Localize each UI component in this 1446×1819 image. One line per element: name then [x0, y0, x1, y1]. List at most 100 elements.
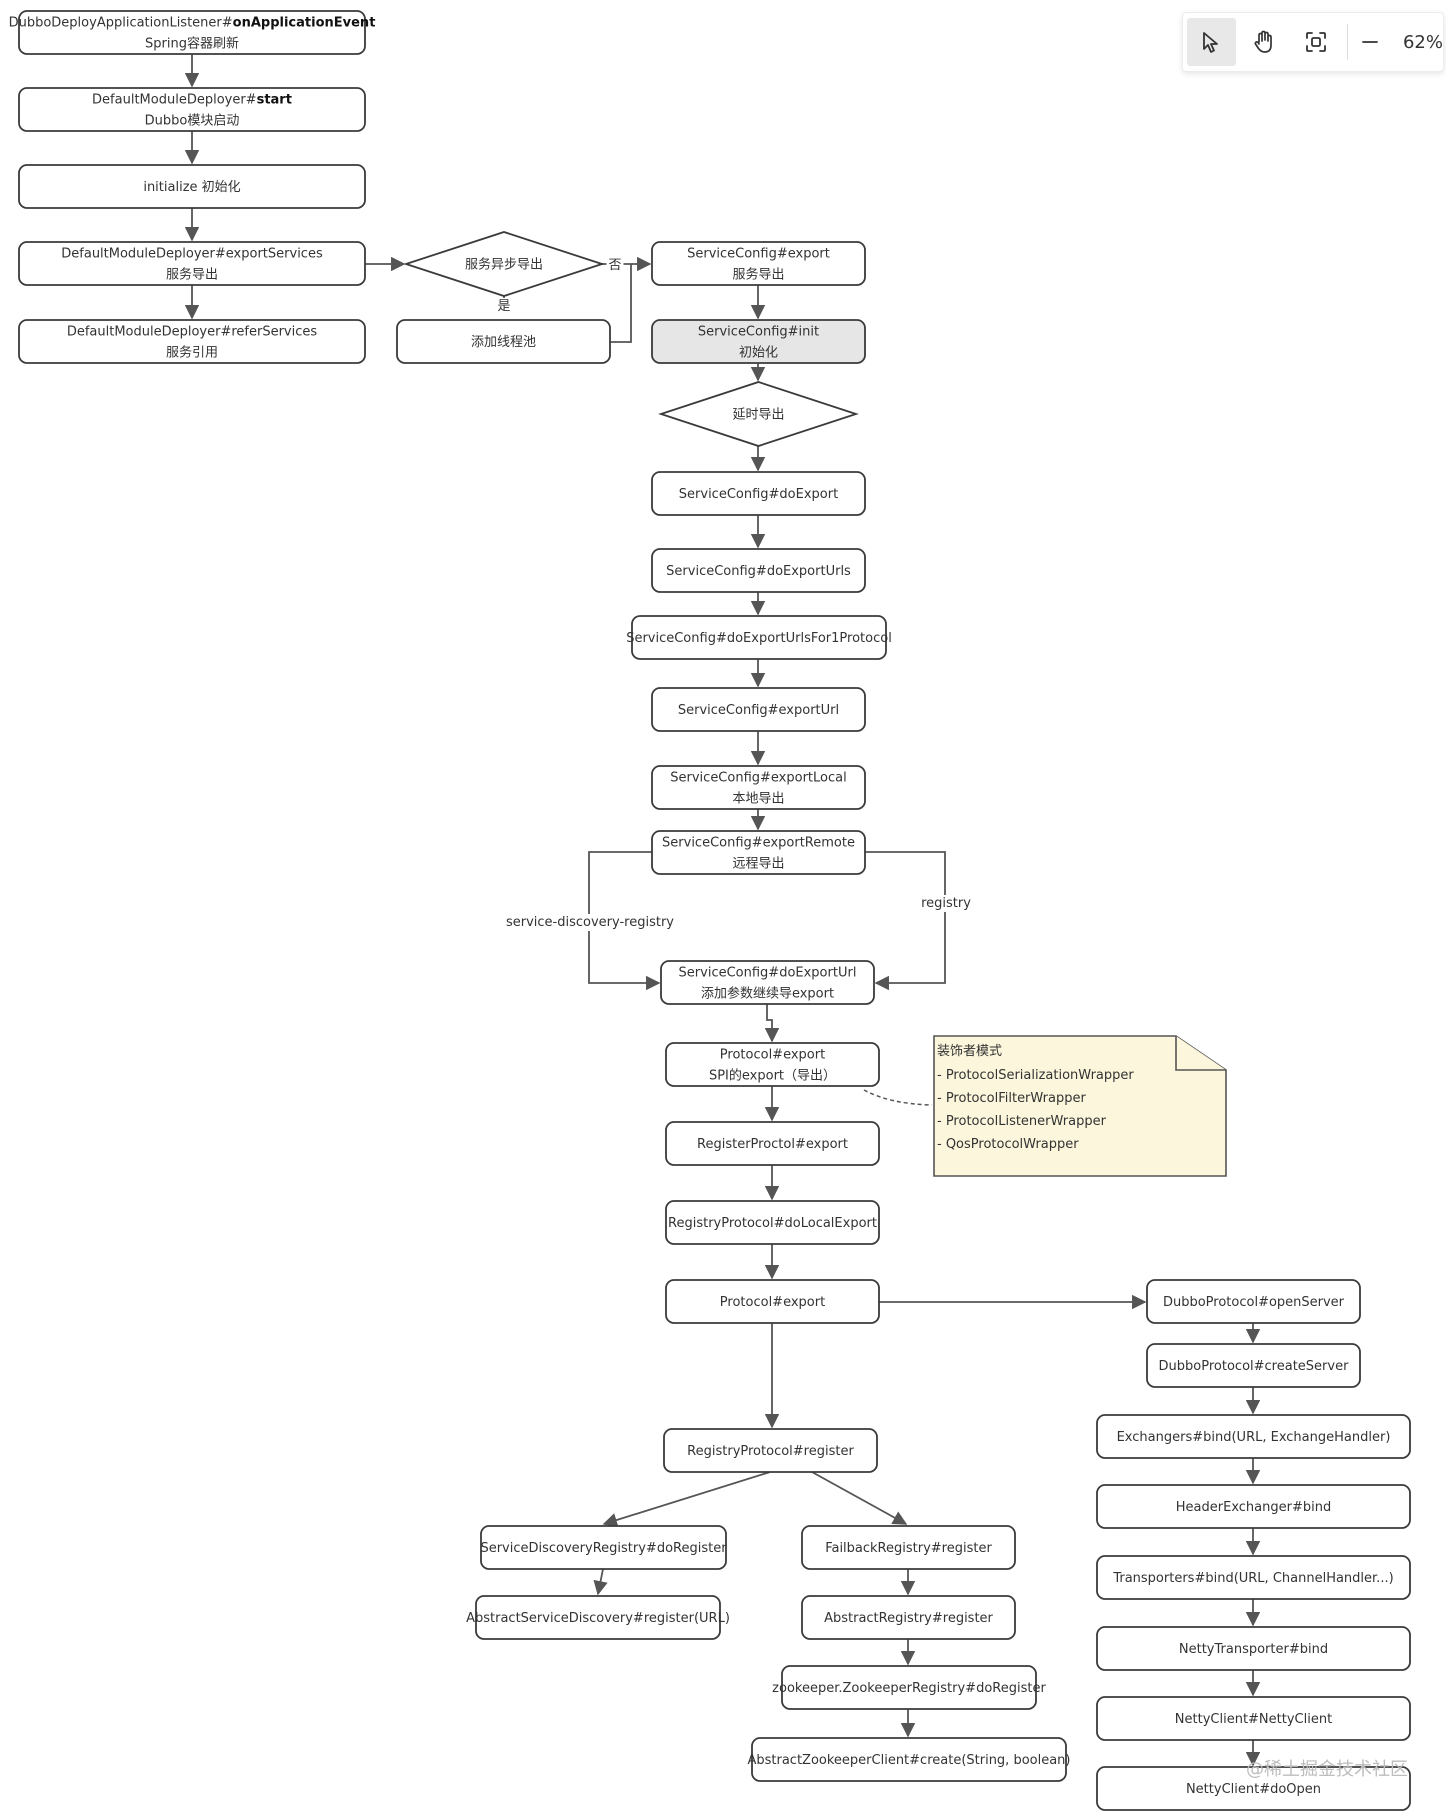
- protocol-export-node[interactable]: Protocol#export: [665, 1279, 880, 1324]
- node-label: 添加线程池: [471, 335, 536, 350]
- netty-client-ctor-node[interactable]: NettyClient#NettyClient: [1096, 1696, 1411, 1741]
- edge-label-background: [606, 257, 624, 274]
- node-box: [751, 1737, 1067, 1782]
- abstract-registry-register-node[interactable]: AbstractRegistry#register: [801, 1595, 1016, 1640]
- do-export-urls-for1-protocol-node[interactable]: ServiceConfig#doExportUrlsFor1Protocol: [626, 615, 892, 660]
- node-label: ServiceConfig#init: [698, 325, 819, 340]
- note-item: - QosProtocolWrapper: [937, 1137, 1079, 1152]
- node-box: [1096, 1414, 1411, 1459]
- note-item: - ProtocolListenerWrapper: [937, 1114, 1107, 1129]
- initialize-node[interactable]: initialize 初始化: [18, 164, 366, 209]
- node-box: [665, 1200, 880, 1245]
- node-label: Exchangers#bind(URL, ExchangeHandler): [1117, 1430, 1391, 1445]
- edge-label-background: [919, 895, 974, 912]
- refer-services-node[interactable]: DefaultModuleDeployer#referServices 服务引用: [18, 319, 366, 364]
- watermark: @稀土掘金技术社区: [1246, 1759, 1408, 1780]
- pointer-tool-button[interactable]: [1187, 18, 1236, 66]
- node-label: SPI的export（导出）: [709, 1068, 836, 1084]
- node-box: [480, 1525, 727, 1570]
- fit-screen-icon: [1306, 32, 1327, 52]
- create-server-node[interactable]: DubboProtocol#createServer: [1146, 1343, 1361, 1388]
- node-box: [651, 471, 866, 516]
- node-box: [18, 319, 366, 364]
- node-label: ServiceConfig#doExportUrlsFor1Protocol: [626, 631, 892, 646]
- edges: [184, 54, 1261, 1767]
- do-export-urls-node[interactable]: ServiceConfig#doExportUrls: [651, 548, 866, 593]
- node-box: [801, 1525, 1016, 1570]
- registry-protocol-register-node[interactable]: RegistryProtocol#register: [663, 1428, 878, 1473]
- note-item: - ProtocolFilterWrapper: [937, 1091, 1086, 1106]
- node-box: [18, 10, 366, 55]
- node-label: zookeeper.ZookeeperRegistry#doRegister: [772, 1681, 1046, 1696]
- node-label: DubboDeployApplicationListener#onApplica…: [9, 16, 376, 31]
- transporters-bind-node[interactable]: Transporters#bind(URL, ChannelHandler...…: [1096, 1555, 1411, 1600]
- do-local-export-node[interactable]: RegistryProtocol#doLocalExport: [665, 1200, 880, 1245]
- service-discovery-do-register-node[interactable]: ServiceDiscoveryRegistry#doRegister: [480, 1525, 727, 1570]
- register-proctol-export-node[interactable]: RegisterProctol#export: [665, 1121, 880, 1166]
- node-label: 服务引用: [166, 345, 218, 361]
- node-label: 服务导出: [732, 267, 784, 283]
- edge-label: 否: [608, 258, 621, 273]
- node-label: AbstractServiceDiscovery#register(URL): [466, 1611, 730, 1626]
- node-box: [1096, 1555, 1411, 1600]
- zookeeper-create-node[interactable]: AbstractZookeeperClient#create(String, b…: [747, 1737, 1071, 1782]
- node-label: DubboProtocol#openServer: [1163, 1295, 1345, 1310]
- zookeeper-do-register-node[interactable]: zookeeper.ZookeeperRegistry#doRegister: [772, 1665, 1046, 1710]
- listener-node[interactable]: DubboDeployApplicationListener#onApplica…: [9, 10, 376, 55]
- node-label: ServiceConfig#export: [687, 247, 830, 262]
- node-label: AbstractRegistry#register: [824, 1611, 993, 1626]
- netty-client-do-open-node[interactable]: NettyClient#doOpen: [1096, 1766, 1411, 1811]
- node-label: initialize 初始化: [143, 180, 240, 195]
- flow-arrow: [811, 1471, 908, 1525]
- node-box: [651, 241, 866, 286]
- open-server-node[interactable]: DubboProtocol#openServer: [1146, 1279, 1361, 1324]
- hand-tool-button[interactable]: [1240, 18, 1289, 66]
- edge-label: registry: [921, 896, 971, 911]
- flow-arrow: [602, 1471, 771, 1527]
- zoom-out-button[interactable]: [1352, 18, 1389, 66]
- delay-export-decision[interactable]: 延时导出: [658, 381, 859, 447]
- zoom-level[interactable]: 62%: [1402, 31, 1443, 53]
- async-export-decision[interactable]: 服务异步导出: [403, 231, 605, 297]
- header-exchanger-bind-node[interactable]: HeaderExchanger#bind: [1096, 1484, 1411, 1529]
- node-box: [1146, 1343, 1361, 1388]
- edge-labels: 否是 service-discovery-registry registry: [495, 257, 974, 931]
- node-label: NettyClient#doOpen: [1186, 1782, 1321, 1797]
- node-label: DefaultModuleDeployer#referServices: [67, 325, 318, 340]
- failback-register-node[interactable]: FailbackRegistry#register: [801, 1525, 1016, 1570]
- exchangers-bind-node[interactable]: Exchangers#bind(URL, ExchangeHandler): [1096, 1414, 1411, 1459]
- node-box: [651, 548, 866, 593]
- node-box: [1146, 1279, 1361, 1324]
- service-config-export-node[interactable]: ServiceConfig#export 服务导出: [651, 241, 866, 286]
- node-label: ServiceConfig#exportLocal: [670, 771, 846, 786]
- nodes: DubboDeployApplicationListener#onApplica…: [9, 10, 1411, 1811]
- node-label: DefaultModuleDeployer#exportServices: [61, 247, 323, 262]
- node-label: AbstractZookeeperClient#create(String, b…: [747, 1753, 1070, 1768]
- note-item: - ProtocolSerializationWrapper: [937, 1068, 1134, 1083]
- node-label: Protocol#export: [720, 1295, 825, 1310]
- edge-label: 是: [497, 299, 510, 314]
- node-label: 服务异步导出: [465, 257, 543, 273]
- node-box: [1096, 1484, 1411, 1529]
- edge-label: service-discovery-registry: [506, 915, 674, 930]
- edge-label-background: [503, 914, 677, 931]
- thread-pool-node[interactable]: 添加线程池: [396, 319, 611, 364]
- export-url-node[interactable]: ServiceConfig#exportUrl: [651, 687, 866, 732]
- abstract-service-discovery-register-node[interactable]: AbstractServiceDiscovery#register(URL): [466, 1595, 730, 1640]
- node-label: ServiceConfig#exportUrl: [678, 703, 839, 718]
- flow-arrow: [764, 1004, 780, 1043]
- fit-screen-button[interactable]: [1292, 18, 1341, 66]
- netty-transporter-bind-node[interactable]: NettyTransporter#bind: [1096, 1626, 1411, 1671]
- node-box: [396, 319, 611, 364]
- do-export-node[interactable]: ServiceConfig#doExport: [651, 471, 866, 516]
- flow-arrow: [610, 264, 632, 343]
- node-box: [475, 1595, 721, 1640]
